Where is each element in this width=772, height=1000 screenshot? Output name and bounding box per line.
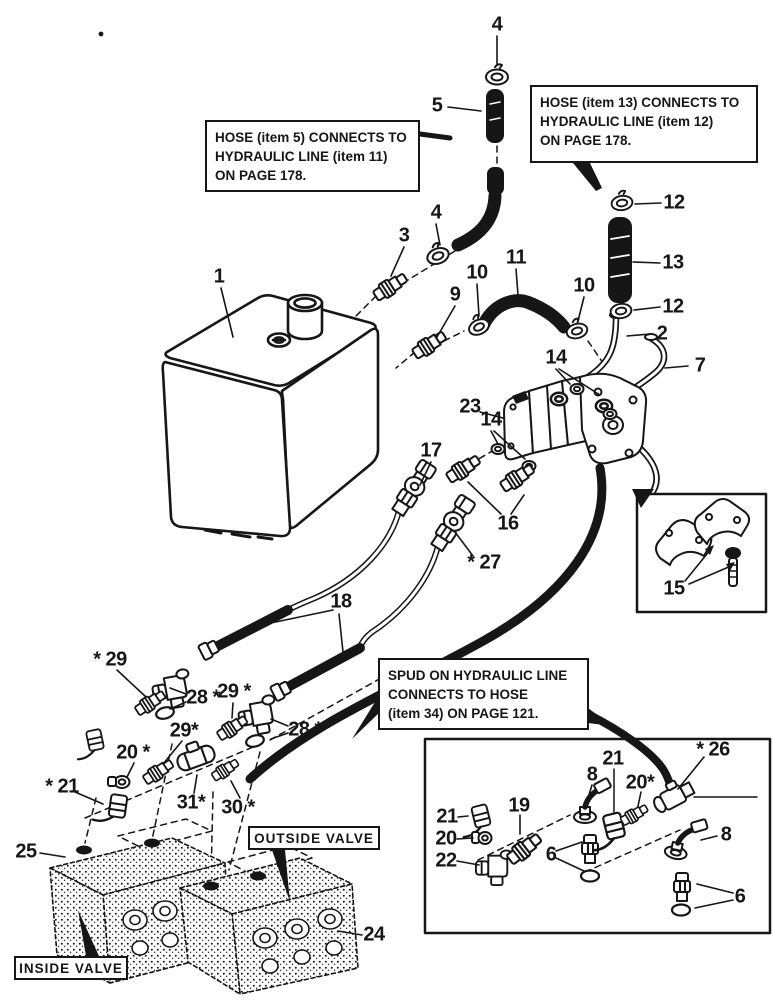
part-label-10-8: 10 xyxy=(573,274,595,297)
clamp-10b xyxy=(562,315,590,342)
washer-14b xyxy=(602,408,618,420)
clamp-4b xyxy=(422,239,452,268)
part-label-8-41: 8 xyxy=(720,823,732,846)
oring-28b xyxy=(243,732,267,750)
elbow-27 xyxy=(427,492,478,554)
part-label-2-12: 2 xyxy=(656,322,668,345)
washer-14a xyxy=(569,383,585,395)
filler-neck xyxy=(286,293,324,341)
part-label-3-3: 3 xyxy=(398,224,410,247)
callout-line: ON PAGE 178. xyxy=(215,168,307,184)
washer-14c xyxy=(490,443,506,455)
hose-13 xyxy=(608,217,632,303)
callout-hose5-note: HOSE (item 5) CONNECTS TO HYDRAULIC LINE… xyxy=(205,120,420,192)
part-label-15-20: 15 xyxy=(663,577,685,600)
part-label-20-34: 20 xyxy=(435,827,457,850)
clamp-12a xyxy=(609,188,635,213)
part-label-20-27: 20 * xyxy=(116,741,150,764)
callout-line: CONNECTS TO HOSE xyxy=(388,687,529,703)
part-label-21-38: 21 xyxy=(602,747,624,770)
fitting-6b xyxy=(673,872,691,902)
page-dot xyxy=(98,31,104,37)
hydraulic-tank xyxy=(161,293,380,541)
spud-21b xyxy=(91,790,129,826)
callout-line: HOSE (item 5) CONNECTS TO xyxy=(215,130,407,145)
valve-bank-outside xyxy=(179,857,359,995)
part-label-30-30: 30 * xyxy=(221,796,255,819)
part-label-21-28: * 21 xyxy=(45,775,79,798)
hose-11 xyxy=(476,294,571,334)
part-label-23-15: 23 xyxy=(459,395,481,418)
part-label-29-26: 29* xyxy=(169,719,199,742)
part-label-29-24: 29 * xyxy=(217,680,251,703)
callout-line: HYDRAULIC LINE (item 11) xyxy=(215,149,388,165)
elbow-26 xyxy=(653,779,696,813)
callout-line: SPUD ON HYDRAULIC LINE xyxy=(388,668,568,683)
clamp-4a xyxy=(485,63,509,86)
part-label-27-19: * 27 xyxy=(467,551,501,574)
callout-pointers xyxy=(78,131,612,956)
part-label-18-21: 18 xyxy=(330,590,352,613)
part-label-10-6: 10 xyxy=(466,261,488,284)
part-label-13-10: 13 xyxy=(662,251,684,274)
part-label-20-39: 20* xyxy=(625,771,655,794)
tank-plug xyxy=(266,332,292,348)
pump-supply-hose xyxy=(245,463,607,784)
inset-adapters xyxy=(456,768,758,917)
part-label-24-32: 24 xyxy=(363,923,385,946)
part-label-29-22: * 29 xyxy=(93,648,127,671)
part-label-19-36: 19 xyxy=(508,794,530,817)
callout-line: ON PAGE 178. xyxy=(540,133,632,149)
fitting-20-main xyxy=(107,775,131,789)
part-label-8-37: 8 xyxy=(586,763,598,786)
elbow-17 xyxy=(388,457,439,519)
callout-spud-note: SPUD ON HYDRAULIC LINE CONNECTS TO HOSE … xyxy=(378,658,589,730)
callout-line: (item 34) ON PAGE 121. xyxy=(388,706,539,722)
fitting-30 xyxy=(209,755,242,784)
part-label-22-35: 22 xyxy=(435,849,457,872)
part-label-14-16: 14 xyxy=(480,408,502,431)
part-label-9-5: 9 xyxy=(449,283,461,306)
fitting-16b xyxy=(497,460,538,495)
callout-line: HOSE (item 13) CONNECTS TO xyxy=(540,95,740,110)
part-label-4-4: 4 xyxy=(430,201,442,224)
flange-2 xyxy=(549,391,569,407)
part-label-28-25: 28 * xyxy=(288,718,322,741)
fitting-20-inset xyxy=(471,831,493,845)
part-label-14-14: 14 xyxy=(545,346,567,369)
outside-valve-label: OUTSIDE VALVE xyxy=(248,826,380,850)
oring-6a xyxy=(579,869,601,883)
oring-6b xyxy=(670,903,692,917)
part-label-11-7: 11 xyxy=(505,246,527,269)
part-label-12-11: 12 xyxy=(662,295,684,318)
hose-18-a xyxy=(209,508,402,653)
part-label-4-0: 4 xyxy=(491,13,503,36)
part-label-16-18: 16 xyxy=(497,512,519,535)
leader-lines xyxy=(39,35,734,936)
part-label-1-2: 1 xyxy=(213,265,225,288)
fittings xyxy=(71,63,635,826)
part-label-17-17: 17 xyxy=(420,439,442,462)
part-label-31-29: 31* xyxy=(176,791,206,814)
pump-23 xyxy=(503,372,648,465)
part-label-7-13: 7 xyxy=(694,354,706,377)
part-label-26-40: * 26 xyxy=(696,738,730,761)
part-label-21-33: 21 xyxy=(436,805,458,828)
callout-hose13-note: HOSE (item 13) CONNECTS TO HYDRAULIC LIN… xyxy=(530,85,758,163)
part-label-6-43: 6 xyxy=(734,885,746,908)
fitting-9 xyxy=(409,327,450,362)
part-label-28-23: 28 * xyxy=(186,686,220,709)
fitting-16a xyxy=(443,451,484,486)
part-label-12-9: 12 xyxy=(663,191,685,214)
hose-5-assembly xyxy=(451,89,504,252)
part-label-6-42: 6 xyxy=(545,843,557,866)
inside-valve-label: INSIDE VALVE xyxy=(14,956,128,980)
part-label-5-1: 5 xyxy=(431,94,443,117)
inset-box-15 xyxy=(632,489,768,614)
part-label-25-31: 25 xyxy=(15,840,37,863)
callout-line: HYDRAULIC LINE (item 12) xyxy=(540,114,714,130)
hose-18-b xyxy=(281,543,441,693)
spud-21a xyxy=(71,727,107,761)
